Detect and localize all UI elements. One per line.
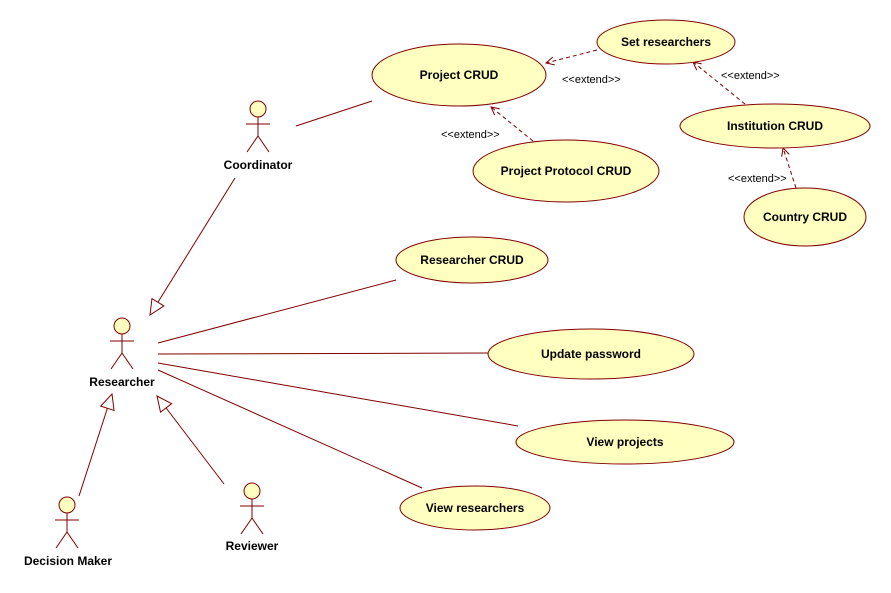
actor-head [113,317,131,335]
use-case-view-projects[interactable]: View projects [515,419,735,465]
use-case-project-crud[interactable]: Project CRUD [371,43,547,107]
generalization-decision-maker-researcher [78,392,115,497]
use-case-label: View projects [586,435,663,449]
actor-label: Researcher [89,375,155,389]
use-case-label: Researcher CRUD [420,253,524,267]
use-case-label: View researchers [426,501,525,515]
extend-label: <<extend>> [441,129,500,141]
extend-label: <<extend>> [721,70,780,82]
actor-head [58,496,76,514]
association-researcher-researcher-crud [157,279,397,344]
extend-institution-to-set-researchers [693,62,746,105]
use-case-label: Institution CRUD [727,119,823,133]
actor-coordinator[interactable]: Coordinator [224,100,293,172]
use-case-view-researchers[interactable]: View researchers [399,485,551,531]
extend-set-researchers-to-project-crud [546,49,598,63]
use-case-researcher-crud[interactable]: Researcher CRUD [395,236,549,284]
use-case-set-researchers[interactable]: Set researchers [596,19,736,65]
use-case-institution-crud[interactable]: Institution CRUD [679,103,871,149]
actor-label: Reviewer [226,539,279,553]
actor-head [249,100,267,118]
extend-label: <<extend>> [562,74,621,86]
use-case-update-password[interactable]: Update password [487,328,695,380]
use-case-label: Country CRUD [763,210,847,224]
use-case-label: Update password [541,347,641,361]
use-case-project-protocol-crud[interactable]: Project Protocol CRUD [472,139,660,203]
use-case-label: Set researchers [621,35,711,49]
actor-label: Decision Maker [24,554,112,568]
actor-label: Coordinator [224,158,293,172]
association-researcher-view-projects [157,362,519,427]
actor-decision-maker[interactable]: Decision Maker [24,496,112,568]
association-coordinator-project-crud [295,100,373,127]
use-case-country-crud[interactable]: Country CRUD [743,187,867,247]
actor-reviewer[interactable]: Reviewer [226,482,279,553]
actor-head [243,482,261,500]
generalization-coordinator-researcher [149,177,236,317]
extend-project-protocol-to-project-crud [491,107,534,142]
actor-researcher[interactable]: Researcher [89,317,155,389]
use-case-label: Project Protocol CRUD [501,164,632,178]
extend-label: <<extend>> [728,173,787,185]
association-researcher-view-researchers [157,369,423,489]
generalization-reviewer-researcher [156,395,225,485]
use-case-label: Project CRUD [420,68,499,82]
extend-country-to-institution [783,148,797,189]
association-researcher-update-password [157,352,489,355]
